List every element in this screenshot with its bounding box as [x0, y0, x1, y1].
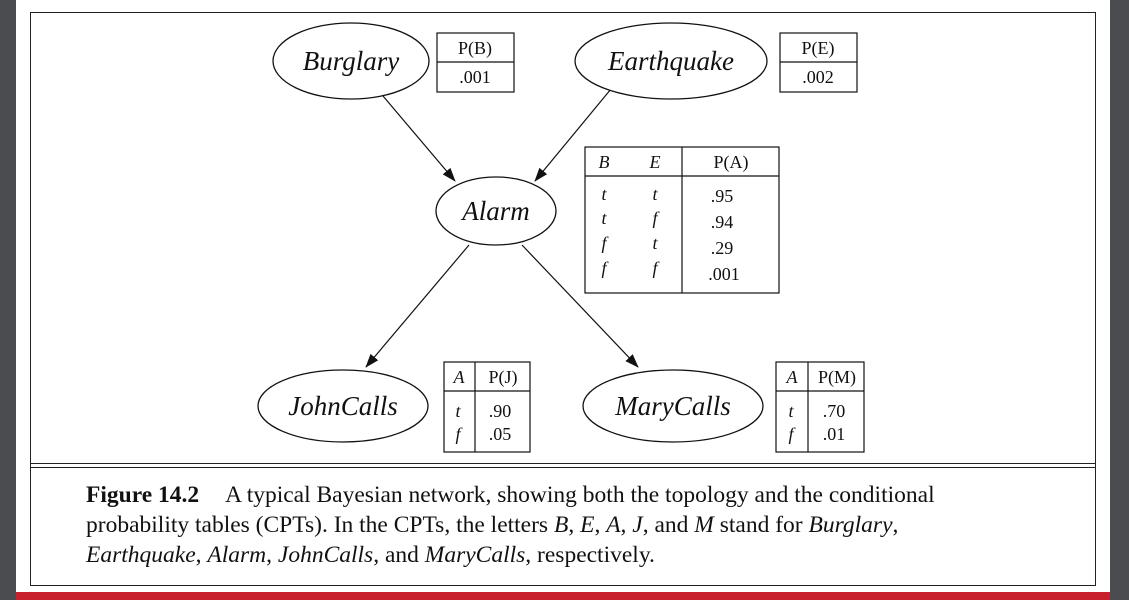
cpt-marycalls [775, 361, 865, 453]
cpt-alarm-cell: .29 [711, 238, 734, 258]
cpt-marycalls-header-a: A [786, 367, 799, 387]
caption-text: , and [642, 512, 695, 538]
cpt-alarm-cell: t [601, 184, 607, 204]
caption-text: A typical Bayesian network, showing both… [225, 482, 935, 508]
caption-var: M [694, 512, 714, 538]
caption-var: Earthquake [86, 542, 196, 568]
cpt-johncalls-header-pj: P(J) [488, 367, 517, 388]
page-background [16, 0, 1110, 592]
cpt-earthquake [779, 32, 858, 93]
cpt-alarm [584, 146, 780, 294]
cpt-alarm-cell: .001 [708, 264, 740, 284]
caption-line-1: Figure 14.2 A typical Bayesian network, s… [86, 480, 1076, 510]
cpt-burglary [436, 32, 515, 93]
cpt-johncalls-header-a: A [453, 367, 466, 387]
caption-var: Burglary [808, 512, 893, 538]
cpt-alarm-cell: .94 [711, 212, 734, 232]
caption-var: J [632, 512, 643, 538]
cpt-johncalls-cell: f [455, 424, 463, 444]
caption-text: , [195, 542, 208, 568]
cpt-johncalls-cell: .05 [489, 424, 512, 444]
node-burglary [272, 22, 430, 100]
cpt-burglary-header: P(B) [458, 38, 492, 59]
caption-text: probability tables (CPTs). In the CPTs, … [86, 512, 554, 538]
accent-bar [16, 592, 1110, 600]
caption-text: , [266, 542, 278, 568]
caption-var: A [606, 512, 621, 538]
node-earthquake-label: Earthquake [607, 46, 734, 76]
node-johncalls [257, 369, 429, 443]
figure-frame [30, 12, 1096, 586]
bayesian-network-diagram: Burglary Earthquake Alarm JohnCalls Mary… [257, 22, 865, 453]
edge-alarm-marycalls [521, 244, 639, 368]
cpt-alarm-cell: f [652, 208, 660, 228]
caption-text: , [594, 512, 607, 538]
caption-var: B [553, 512, 569, 538]
cpt-marycalls-cell: f [788, 424, 796, 444]
edge-burglary-alarm [382, 95, 456, 182]
cpt-alarm-cell: t [601, 208, 607, 228]
node-marycalls [582, 369, 764, 443]
caption-text: , and [373, 542, 425, 568]
caption-var: Alarm [207, 542, 267, 568]
cpt-alarm-cell: f [601, 233, 609, 253]
cpt-johncalls-cell: .90 [489, 401, 512, 421]
cpt-marycalls-cell: .01 [823, 424, 846, 444]
cpt-alarm-cell: t [652, 233, 658, 253]
cpt-alarm-header-pa: P(A) [714, 152, 749, 173]
node-earthquake [574, 22, 768, 100]
caption-var: MaryCalls [424, 542, 526, 568]
cpt-johncalls-cell: t [455, 401, 461, 421]
caption-text: , respectively. [525, 542, 655, 568]
cpt-alarm-header-e: E [649, 152, 661, 172]
cpt-marycalls-header-pm: P(M) [818, 367, 856, 388]
node-alarm-label: Alarm [460, 196, 530, 226]
node-marycalls-label: MaryCalls [614, 391, 731, 421]
figure-caption: Figure 14.2 A typical Bayesian network, s… [86, 480, 1076, 570]
caption-divider-top [30, 463, 1096, 464]
figure-label: Figure 14.2 [86, 482, 200, 508]
caption-text: , [568, 512, 581, 538]
cpt-alarm-cell: f [652, 258, 660, 278]
cpt-alarm-cell: t [652, 184, 658, 204]
cpt-burglary-value: .001 [459, 67, 491, 87]
caption-var: E [580, 512, 595, 538]
caption-divider-bottom [30, 467, 1096, 468]
cpt-earthquake-header: P(E) [802, 38, 835, 59]
caption-line-3: Earthquake, Alarm, JohnCalls, and MaryCa… [86, 540, 1076, 570]
caption-var: JohnCalls [277, 542, 374, 568]
cpt-earthquake-value: .002 [802, 67, 834, 87]
node-burglary-label: Burglary [303, 46, 400, 76]
edge-alarm-johncalls [365, 244, 470, 368]
caption-line-2: probability tables (CPTs). In the CPTs, … [86, 510, 1076, 540]
cpt-alarm-header-b: B [599, 152, 610, 172]
cpt-johncalls [443, 361, 531, 453]
caption-text: , [620, 512, 633, 538]
caption-text: stand for [713, 512, 809, 538]
cpt-marycalls-cell: t [788, 401, 794, 421]
cpt-alarm-cell: .95 [711, 186, 734, 206]
node-alarm [435, 176, 557, 246]
cpt-alarm-cell: f [601, 258, 609, 278]
node-johncalls-label: JohnCalls [288, 391, 398, 421]
cpt-marycalls-cell: .70 [823, 401, 846, 421]
edge-earthquake-alarm [534, 88, 612, 182]
caption-text: , [892, 512, 899, 538]
